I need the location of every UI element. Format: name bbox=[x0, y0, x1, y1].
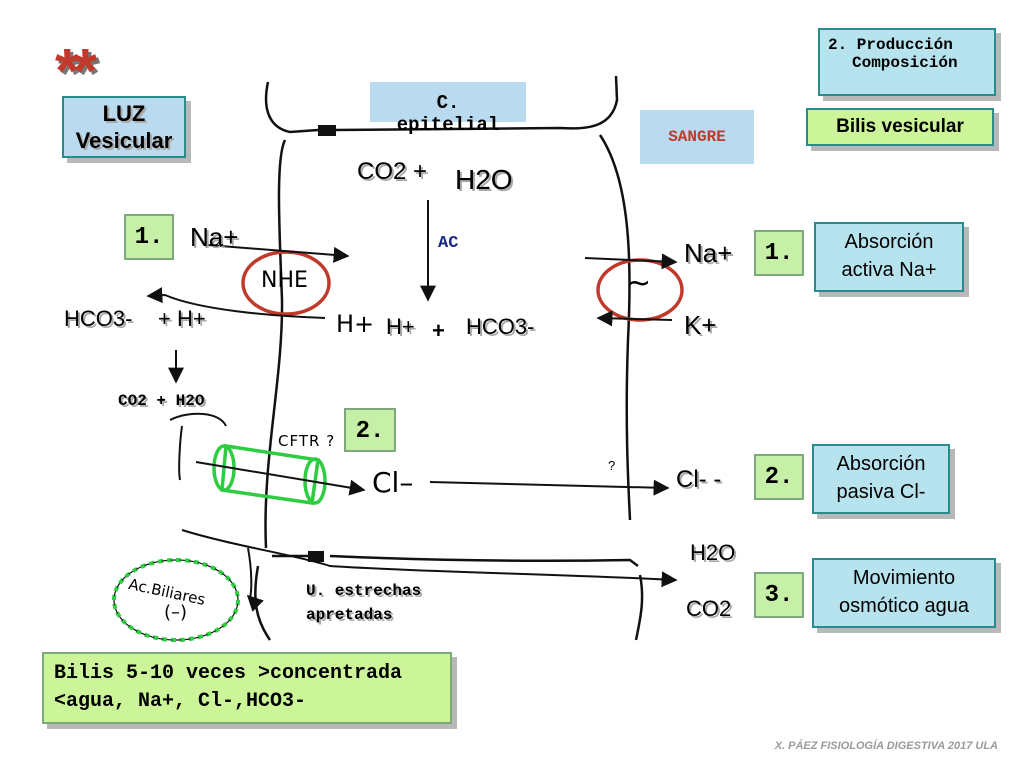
legend-abs-na-line1: Absorción bbox=[844, 231, 934, 253]
summary-line2: <agua, Na+, Cl-,HCO3- bbox=[54, 690, 307, 713]
luz-line1: LUZ bbox=[102, 101, 146, 126]
cell-h-hand: H+ bbox=[336, 310, 375, 338]
legend-abs-na-line2: activa Na+ bbox=[841, 259, 937, 281]
next-cell-bottom bbox=[329, 554, 639, 567]
cftr-label: CFTR ? bbox=[278, 432, 336, 450]
nhe-label: NHE bbox=[261, 268, 308, 293]
tight-junction-line1: U. estrechas bbox=[306, 582, 422, 600]
carbonic-anhydrase-label: AC bbox=[438, 234, 459, 253]
cell-right-lower bbox=[634, 574, 644, 641]
cell-hco3: HCO3- bbox=[466, 314, 535, 339]
lumen-region-label: LUZ Vesicular bbox=[62, 96, 186, 158]
cell-h2o: H2O bbox=[455, 164, 513, 195]
blood-co2: CO2 bbox=[686, 596, 732, 621]
cl-pathway-unknown: ? bbox=[608, 458, 616, 473]
legend-step-2: 2. bbox=[754, 454, 804, 500]
section-box: 2. Producción Composición bbox=[818, 28, 996, 96]
lumen-co2-h2o: CO2 + H2O bbox=[118, 392, 205, 410]
summary-line1: Bilis 5-10 veces >concentrada bbox=[54, 662, 403, 685]
section-line1: 2. Producción bbox=[828, 36, 953, 54]
section-line2: Composición bbox=[852, 54, 958, 72]
cell-co2: CO2 + bbox=[357, 158, 428, 185]
blood-cl: Cl- - bbox=[676, 466, 722, 493]
blood-k: K+ bbox=[684, 310, 717, 340]
legend-abs-na: Absorción activa Na+ bbox=[814, 222, 964, 292]
legend-step-1: 1. bbox=[754, 230, 804, 276]
cell-cl-hand: Cl– bbox=[372, 466, 414, 499]
legend-step-3: 3. bbox=[754, 572, 804, 618]
blood-na: Na+ bbox=[684, 238, 733, 268]
epithelial-region-label: C. epitelial bbox=[370, 82, 526, 136]
bilis-vesicular-box: Bilis vesicular bbox=[806, 108, 994, 146]
cell-left-lower bbox=[254, 565, 272, 641]
lumen-h: + H+ bbox=[158, 306, 206, 331]
legend-osmotic: Movimiento osmótico agua bbox=[812, 558, 996, 628]
cell-membrane-top bbox=[334, 75, 619, 132]
importance-stars: ** bbox=[55, 37, 97, 106]
luz-line2: Vesicular bbox=[75, 128, 173, 153]
legend-osmotic-line2: osmótico agua bbox=[838, 595, 970, 617]
cell-membrane-left bbox=[264, 139, 287, 549]
cell-plus: + bbox=[432, 318, 445, 343]
blood-region-label: SANGRE bbox=[640, 110, 754, 164]
legend-abs-cl-line2: pasiva Cl- bbox=[836, 481, 926, 503]
lumen-na: Na+ bbox=[190, 222, 239, 252]
tight-junction-top bbox=[318, 125, 336, 136]
pump-symbol: ~ bbox=[626, 266, 652, 301]
tight-junction-line2: apretadas bbox=[306, 606, 393, 624]
legend-abs-cl: Absorción pasiva Cl- bbox=[812, 444, 950, 514]
footer-credit: X. PÁEZ FISIOLOGÍA DIGESTIVA 2017 ULA bbox=[774, 740, 998, 752]
bile-acids-line2: (–) bbox=[164, 602, 188, 623]
lumen-step-1: 1. bbox=[124, 214, 174, 260]
summary-box: Bilis 5-10 veces >concentrada <agua, Na+… bbox=[42, 652, 452, 724]
tight-junction-bottom bbox=[308, 551, 324, 562]
lumen-hco3: HCO3- bbox=[64, 306, 133, 331]
blood-h2o: H2O bbox=[690, 540, 736, 565]
lumen-step-2: 2. bbox=[344, 408, 396, 452]
cell-membrane-top-left bbox=[264, 81, 319, 134]
cell-h: H+ bbox=[386, 314, 415, 339]
legend-osmotic-line1: Movimiento bbox=[852, 567, 956, 589]
legend-abs-cl-line1: Absorción bbox=[836, 453, 926, 475]
cell-membrane-right bbox=[598, 134, 632, 521]
